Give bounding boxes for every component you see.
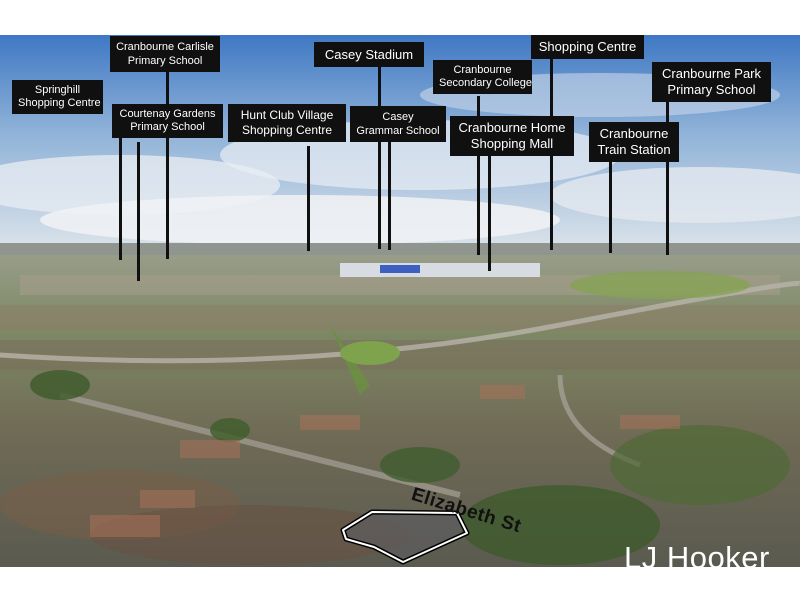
label-hunt-club-village-shopping-centre: Hunt Club Village Shopping Centre [228, 104, 346, 142]
leader-line-carlisle [166, 72, 169, 259]
label-line: Primary School [130, 121, 205, 133]
leader-line-springhill [119, 111, 122, 260]
label-line: Train Station [597, 142, 671, 157]
label-line: Grammar School [356, 125, 440, 137]
label-line: Primary School [667, 82, 756, 97]
label-line: Shopping Mall [470, 136, 554, 151]
leader-line-hunt-club [307, 146, 310, 251]
label-line: Primary School [127, 55, 203, 67]
label-cranbourne-home-shopping-mall: Cranbourne Home Shopping Mall [450, 116, 574, 156]
label-line: Cranbourne Park [662, 66, 761, 81]
label-cranbourne-park-primary-school: Cranbourne Park Primary School [652, 62, 771, 102]
label-line: Cranbourne Home [458, 120, 566, 135]
leader-line-casey-grammar [388, 142, 391, 250]
leader-line-courtenay [137, 142, 140, 281]
label-line: Casey Stadium [324, 47, 414, 62]
label-line: Springhill [34, 84, 81, 96]
label-shopping-centre: Shopping Centre [531, 35, 644, 59]
label-casey-stadium: Casey Stadium [314, 42, 424, 67]
leader-line-park-school [666, 102, 669, 255]
label-casey-grammar-school: Casey Grammar School [350, 106, 446, 142]
label-line: Cranbourne Carlisle [116, 41, 214, 53]
label-line: Shopping Centre [538, 39, 637, 54]
label-line: Courtenay Gardens [119, 108, 216, 120]
label-cranbourne-train-station: Cranbourne Train Station [589, 122, 679, 162]
label-line: Shopping Centre [18, 97, 101, 109]
label-cranbourne-secondary-college: Cranbourne Secondary College [433, 60, 532, 94]
label-springhill-shopping-centre: Springhill Shopping Centre [12, 80, 103, 114]
label-line: Shopping Centre [241, 123, 333, 137]
label-line: Cranbourne [453, 64, 512, 76]
label-line: Hunt Club Village [240, 108, 334, 122]
label-line: Secondary College [439, 77, 532, 89]
label-courtenay-gardens-primary-school: Courtenay Gardens Primary School [112, 104, 223, 138]
brand-watermark: LJ Hooker [624, 540, 770, 575]
leader-line-casey-stadium [378, 67, 381, 249]
leader-line-train-station [609, 162, 612, 253]
label-line: Cranbourne [599, 126, 669, 141]
leader-line-secondary-college [477, 96, 480, 255]
label-line: Casey [382, 111, 414, 123]
leader-line-home-mall [488, 155, 491, 271]
label-cranbourne-carlisle-primary-school: Cranbourne Carlisle Primary School [110, 36, 220, 72]
